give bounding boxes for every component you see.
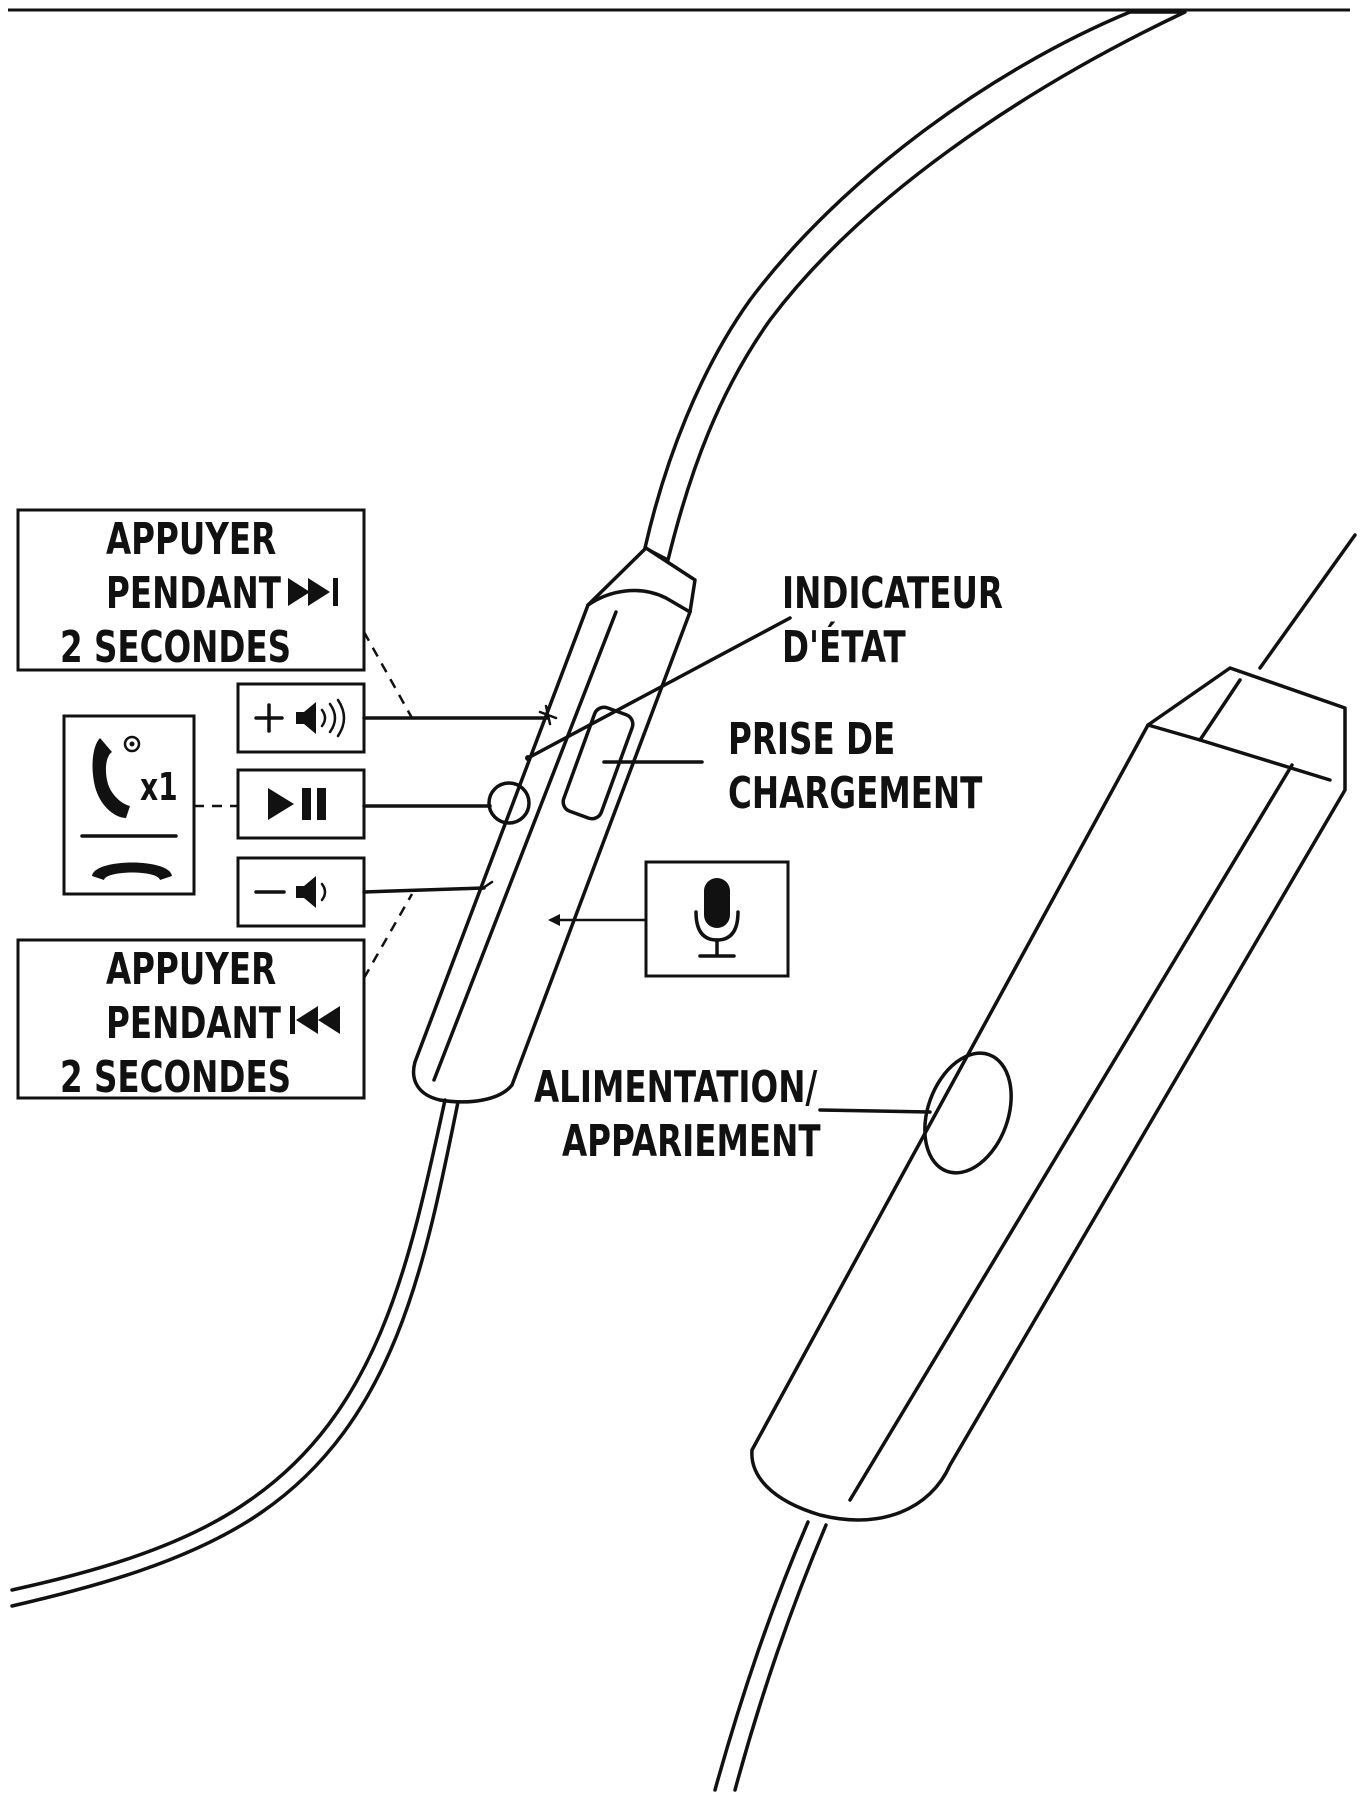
skip-forward-callout: APPUYER PENDANT 2 SECONDES	[16, 508, 366, 673]
volume-down-icon	[254, 876, 327, 908]
skip-forward-line1: APPUYER	[106, 514, 276, 565]
skip-forward-icon	[288, 578, 338, 606]
microphone-callout	[644, 860, 790, 978]
skip-forward-leader	[362, 631, 414, 719]
right-module	[750, 666, 1347, 1522]
power-pairing-button	[923, 1051, 1013, 1175]
left-control-module	[411, 546, 697, 1104]
skip-forward-line2: PENDANT	[106, 568, 281, 619]
phone-call-icon	[92, 735, 141, 818]
volume-down-leader	[362, 886, 486, 894]
skip-back-line1: APPUYER	[106, 944, 276, 995]
left-cable	[10, 1098, 447, 1592]
power-pairing-line2: APPARIEMENT	[562, 1116, 821, 1167]
skip-back-line3: 2 SECONDES	[60, 1052, 291, 1103]
call-callout: x1	[62, 714, 196, 896]
right-neckband-cable	[1258, 533, 1357, 670]
neckband	[643, 10, 1187, 562]
charging-port-line1: PRISE DE	[728, 714, 895, 765]
skip-back-icon	[290, 1006, 340, 1034]
status-indicator-leader	[526, 616, 792, 760]
status-indicator-line2: D'ÉTAT	[782, 620, 906, 673]
microphone-icon	[694, 878, 740, 958]
charging-port-line2: CHARGEMENT	[728, 768, 983, 819]
play-pause-callout	[236, 768, 366, 840]
power-pairing-line1: ALIMENTATION/	[534, 1062, 818, 1113]
skip-forward-line3: 2 SECONDES	[60, 622, 291, 673]
call-count: x1	[140, 765, 178, 809]
module-play-pause-button	[487, 781, 531, 825]
status-indicator-line1: INDICATEUR	[782, 568, 1003, 619]
power-pairing-leader	[818, 1108, 932, 1114]
volume-up-callout	[236, 682, 366, 754]
skip-back-leader	[362, 893, 414, 979]
volume-down-callout	[236, 856, 366, 928]
skip-back-line2: PENDANT	[106, 998, 281, 1049]
play-pause-icon	[268, 788, 326, 820]
volume-up-icon	[254, 698, 346, 738]
microphone-leader-arrow	[548, 914, 560, 926]
skip-back-callout: APPUYER PENDANT 2 SECONDES	[16, 938, 366, 1103]
right-cable	[713, 1520, 810, 1792]
module-volume-up-button	[538, 704, 558, 726]
hang-up-icon	[92, 862, 172, 880]
